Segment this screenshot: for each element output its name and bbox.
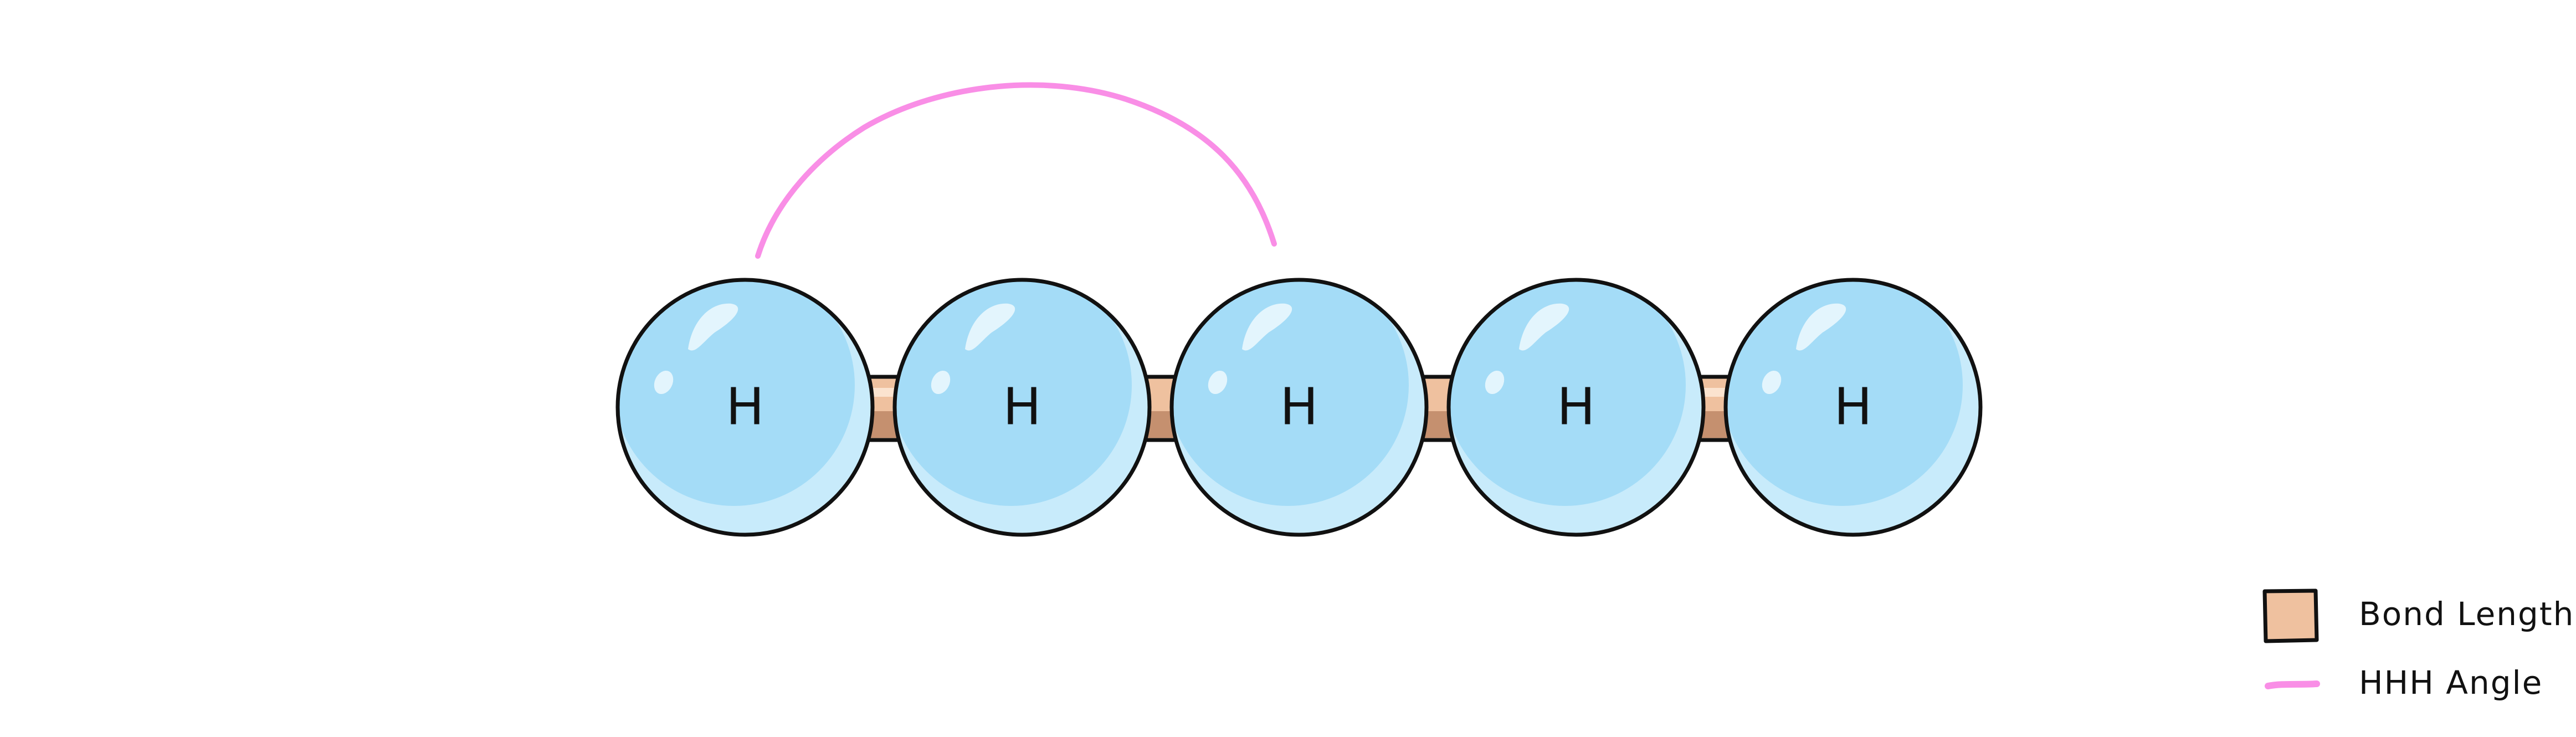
legend-label-hhh-angle: HHH Angle — [2359, 664, 2543, 702]
legend-label-bond-length: Bond Length — [2359, 595, 2574, 633]
hhh-angle-swatch — [2265, 680, 2320, 689]
hydrogen-atom-3: H — [1169, 278, 1429, 537]
hydrogen-atom-1: H — [615, 278, 875, 537]
legend-item-bond-length: Bond Length — [2262, 588, 2574, 643]
legend: Bond Length HHH Angle — [2262, 588, 2574, 702]
atom-label: H — [1557, 377, 1595, 436]
atom-label: H — [1280, 377, 1318, 436]
atoms: H H H H — [615, 278, 1983, 537]
atom-label: H — [1003, 377, 1041, 436]
hydrogen-atom-4: H — [1446, 278, 1706, 537]
hhh-angle-arc — [755, 82, 1277, 259]
bond-length-swatch — [2262, 588, 2319, 643]
legend-item-hhh-angle: HHH Angle — [2265, 664, 2543, 702]
atom-label: H — [726, 377, 764, 436]
hydrogen-atom-2: H — [892, 278, 1152, 537]
atom-label: H — [1834, 377, 1872, 436]
hydrogen-atom-5: H — [1723, 278, 1983, 537]
